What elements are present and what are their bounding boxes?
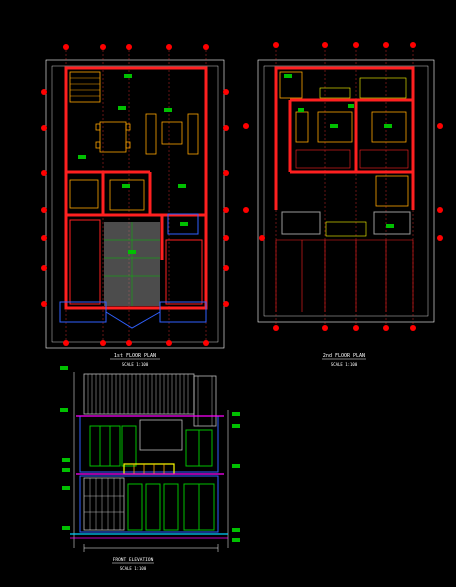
elevation-side-tower	[193, 375, 217, 427]
elevation-ground-floor	[79, 475, 219, 533]
plan2-title: 2nd FLOOR PLAN	[323, 353, 365, 359]
elevation-scale: SCALE 1:100	[120, 566, 147, 571]
plan1-stair	[69, 71, 101, 103]
plan1-wc	[69, 179, 99, 209]
elevation-roof	[83, 373, 195, 415]
plan1-title: 1st FLOOR PLAN	[114, 353, 156, 359]
front-elevation: FRONT ELEVATION SCALE 1:100	[60, 366, 240, 571]
plan1-bed	[109, 179, 145, 211]
elevation-level-markers-left	[60, 366, 70, 530]
plan2-grid-bubbles	[243, 42, 443, 331]
plan2-yellow-furniture	[319, 77, 407, 237]
plan1-scale: SCALE 1:100	[122, 362, 149, 367]
plan1-stair-treads	[70, 77, 100, 97]
plan2-balcony-left	[281, 211, 321, 235]
plan2-void-lines	[275, 239, 414, 312]
plan1-sofa-set	[145, 113, 199, 155]
elevation-upper-center-panel	[139, 419, 183, 451]
plan2-wc	[375, 175, 409, 207]
plan1-dining-table	[95, 121, 131, 153]
plan2-room-tags	[284, 74, 394, 228]
elevation-tower-lines	[197, 376, 213, 426]
plan1-paving-grid	[104, 222, 160, 306]
plan1-dimension-frame	[45, 59, 225, 349]
second-floor-plan: 2nd FLOOR PLAN SCALE 1:100	[243, 42, 443, 367]
plan1-fountain	[167, 213, 199, 235]
plan2-scale: SCALE 1:100	[331, 362, 358, 367]
first-floor-plan: 1st FLOOR PLAN SCALE 1:100	[41, 44, 229, 367]
plan2-closets	[295, 149, 409, 169]
plan2-balcony-right	[373, 211, 411, 235]
elevation-front-gate	[83, 477, 125, 531]
elevation-title: FRONT ELEVATION	[113, 557, 154, 563]
plan1-inner-dimension-frame	[51, 65, 219, 343]
plan2-walls	[274, 66, 415, 210]
elevation-level-markers-right	[232, 412, 240, 542]
plan1-room-tags	[78, 74, 188, 254]
plan2-dimension-frame	[257, 59, 435, 323]
plan2-stair	[279, 71, 303, 99]
plan1-front-gates	[59, 301, 207, 329]
plan1-walls	[64, 66, 208, 310]
elevation-ground-doors	[127, 483, 215, 531]
elevation-upper-windows	[89, 425, 213, 467]
plan1-right-room	[165, 239, 203, 305]
plan1-left-shop	[69, 219, 101, 305]
elevation-roof-ribs	[87, 374, 189, 414]
plan1-grid-bubbles	[41, 44, 229, 346]
elevation-balcony-balusters	[133, 464, 165, 474]
plan2-inner-dimension-frame	[263, 65, 429, 317]
elevation-gate-bars	[84, 478, 124, 530]
plan2-grid-lines	[275, 50, 414, 324]
